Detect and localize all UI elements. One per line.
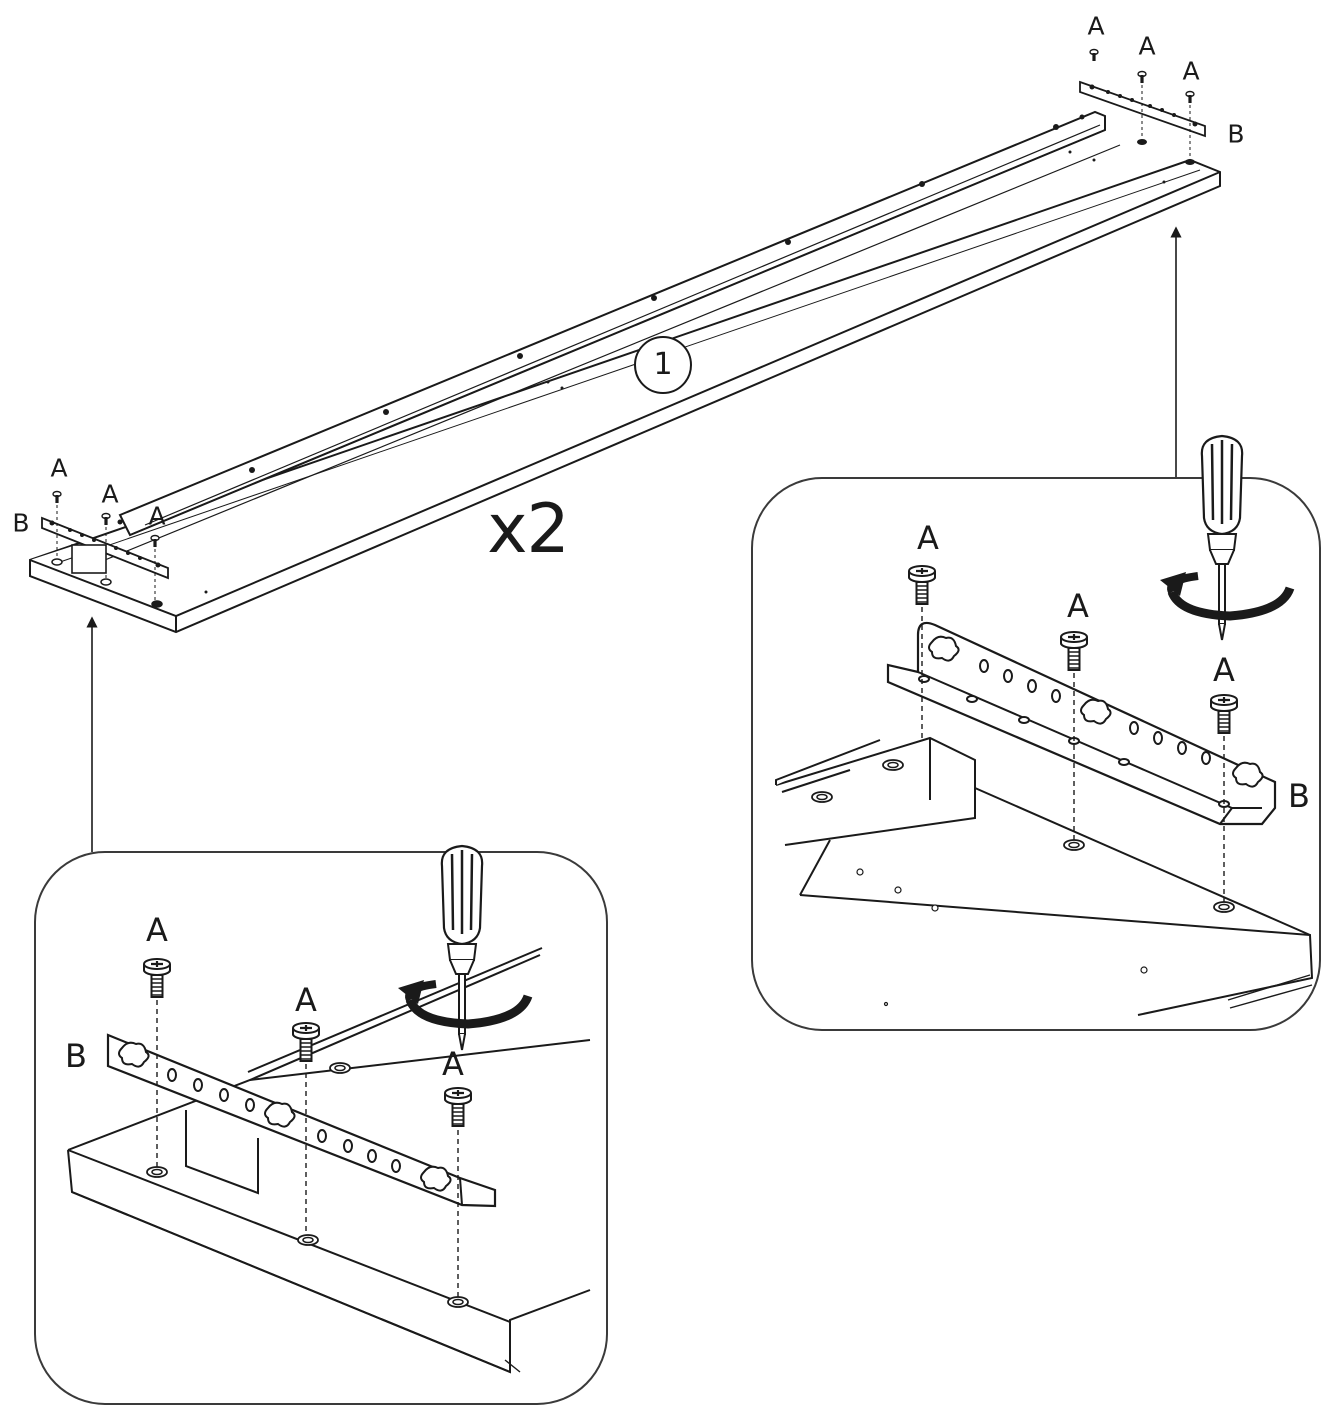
label-screw-a: A xyxy=(1087,11,1105,41)
label-screw-a: A xyxy=(50,453,68,483)
left-screws xyxy=(51,490,163,608)
label-screw-a: A xyxy=(1138,31,1156,61)
label-screw-a: A xyxy=(1182,56,1200,86)
label-bracket-b: B xyxy=(65,1037,87,1075)
label-screw-a: A xyxy=(1213,651,1235,689)
detail-panel-left xyxy=(34,844,608,1405)
label-screw-a: A xyxy=(295,981,317,1019)
label-bracket-b: B xyxy=(1227,119,1245,149)
rotation-arrow-icon xyxy=(398,980,533,1029)
rotation-arrow-icon xyxy=(1160,572,1295,621)
detail-panel-right xyxy=(751,434,1321,1031)
rail-part xyxy=(29,110,1221,634)
label-screw-a: A xyxy=(148,501,166,531)
quantity-label: x2 xyxy=(487,490,570,569)
label-bracket-b: B xyxy=(12,508,30,538)
label-screw-a: A xyxy=(1067,587,1089,625)
label-bracket-b: B xyxy=(1288,777,1310,815)
right-screws xyxy=(1089,48,1195,165)
label-screw-a: A xyxy=(101,479,119,509)
rail-holes xyxy=(117,114,1166,594)
label-screw-a: A xyxy=(917,519,939,557)
label-screw-a: A xyxy=(442,1045,464,1083)
label-screw-a: A xyxy=(146,911,168,949)
part-number-badge xyxy=(634,336,692,394)
part-number-label: 1 xyxy=(653,347,673,382)
